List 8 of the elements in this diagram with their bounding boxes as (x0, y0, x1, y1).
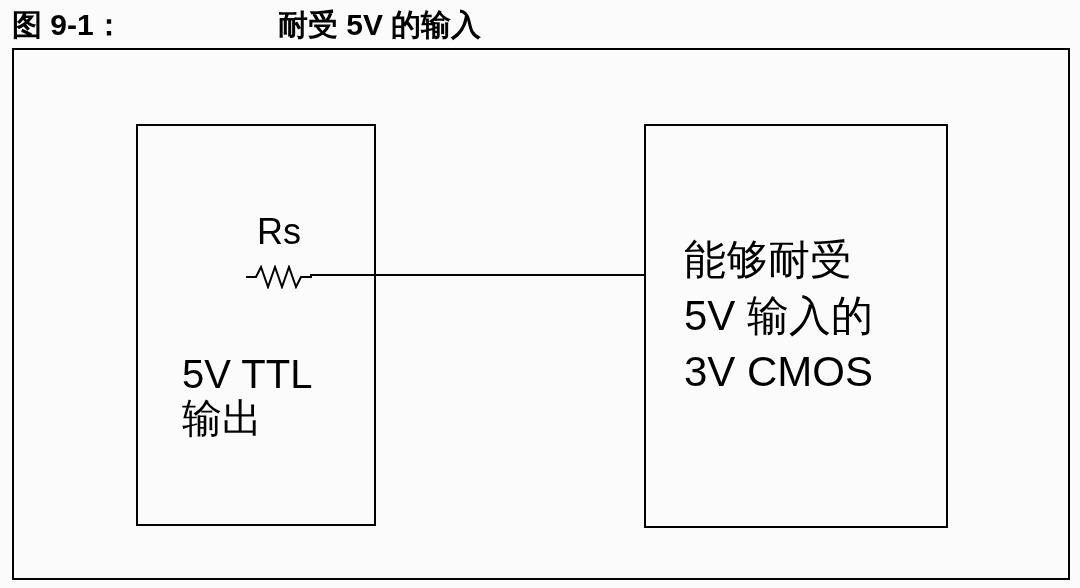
input-block (644, 124, 948, 528)
block-label: 能够耐受5V 输入的3V CMOS (684, 235, 875, 397)
figure-number: 图 9-1： (12, 10, 124, 40)
wire (309, 274, 645, 276)
title: 耐受 5V 的输入 (278, 10, 482, 40)
output-block (136, 124, 376, 526)
block-label: 5V TTL 输出 (182, 352, 313, 440)
resistor-label: Rs (257, 214, 301, 250)
